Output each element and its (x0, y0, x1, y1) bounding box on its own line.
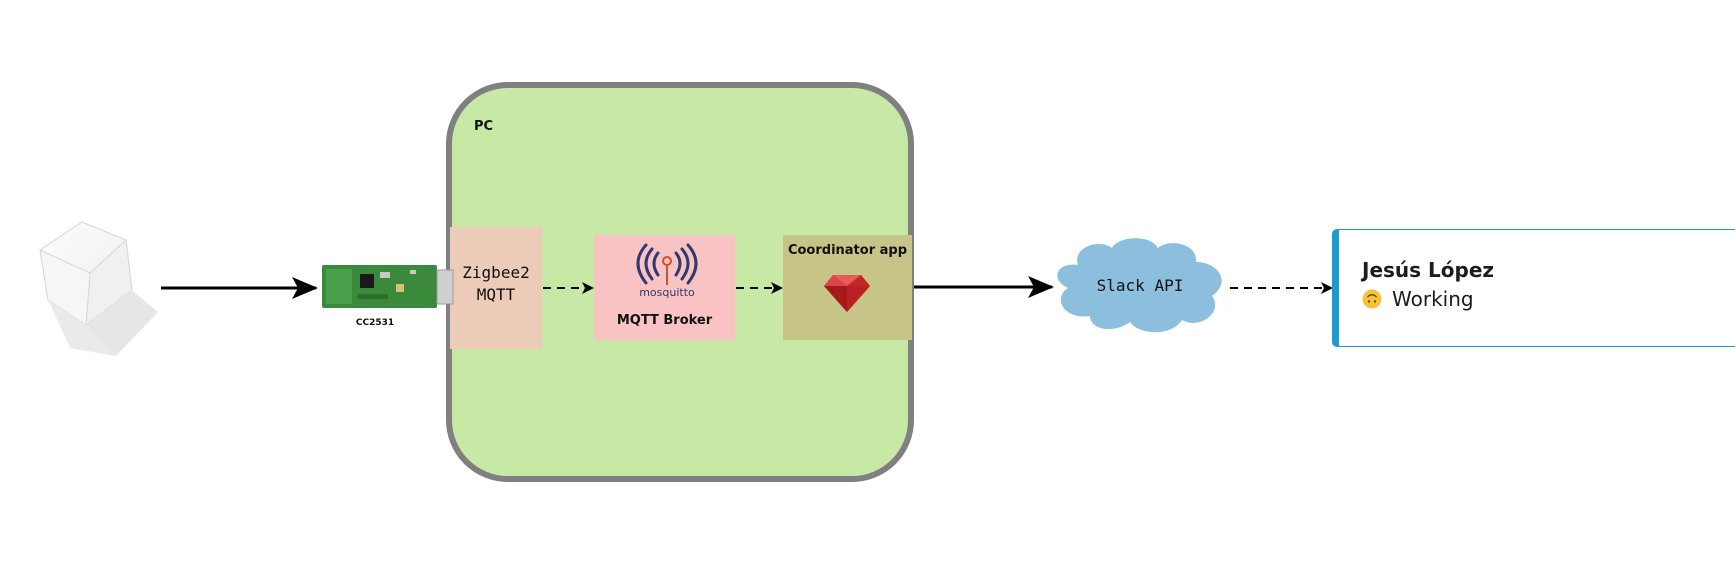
slack-api-cloud-icon (1057, 238, 1222, 333)
slack-user-name: Jesús López (1362, 258, 1495, 282)
cc2531-label: CC2531 (355, 318, 395, 328)
cc2531-dongle-icon (322, 265, 454, 308)
mosquitto-logo-text: mosquitto (639, 286, 695, 299)
zigbee2mqtt-box (450, 227, 542, 349)
slack-status-card (1332, 229, 1735, 347)
mqtt-broker-label: MQTT Broker (616, 313, 713, 328)
pc-label: PC (474, 119, 494, 134)
aqara-cube-icon (39, 221, 158, 356)
upside-down-face-icon (1362, 289, 1382, 309)
slack-status-text: Working (1392, 287, 1474, 311)
coordinator-app-label: Coordinator app (787, 243, 908, 258)
mosquitto-logo-icon: mosquitto (632, 241, 702, 308)
slack-api-label: Slack API (1096, 276, 1184, 295)
mqtt-broker-box (594, 235, 735, 340)
ruby-icon (823, 273, 871, 318)
slack-status-line: Working (1362, 287, 1474, 311)
zigbee2mqtt-label: Zigbee2 MQTT (462, 263, 530, 304)
